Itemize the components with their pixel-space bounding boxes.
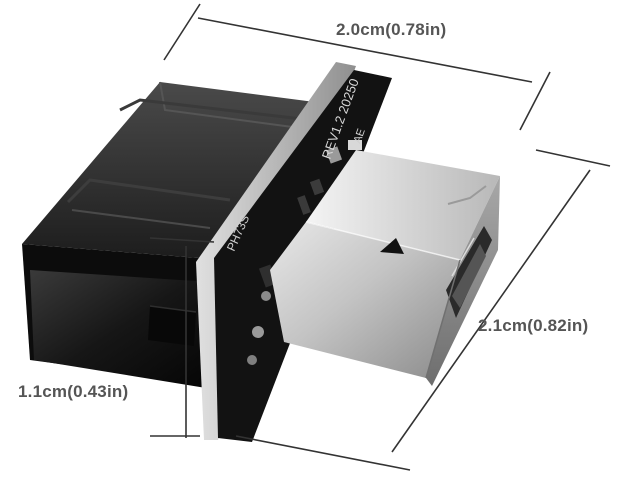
depth-dimension-line — [391, 169, 591, 453]
depth-dimension-label: 2.1cm(0.82in) — [478, 316, 589, 335]
usb-c-metal-shell — [270, 150, 500, 386]
width-dimension-label: 2.0cm(0.78in) — [336, 20, 447, 39]
orientation-arrow-icon — [380, 238, 404, 254]
height-dimension-label: 1.1cm(0.43in) — [18, 382, 129, 401]
ic-marking: AE — [352, 127, 368, 145]
dimension-lines — [149, 3, 611, 471]
width-dimension-line — [197, 17, 533, 83]
